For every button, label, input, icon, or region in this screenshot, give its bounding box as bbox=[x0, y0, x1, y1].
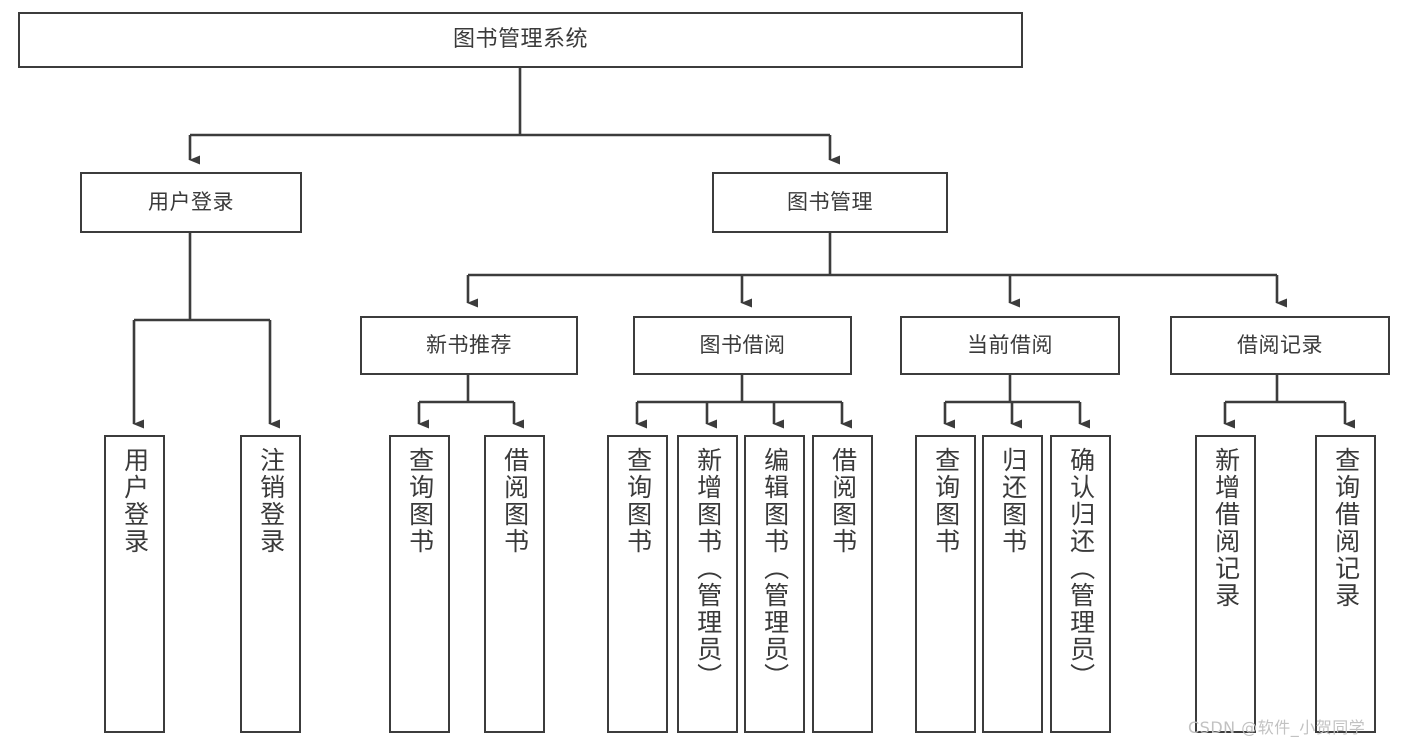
node-leaf-query-book-1[interactable]: 查询图书 bbox=[389, 435, 450, 733]
node-new-book-recommend[interactable]: 新书推荐 bbox=[360, 316, 578, 375]
node-leaf-confirm-return-label: 确认归还（管理员） bbox=[1066, 447, 1096, 690]
node-leaf-query-record[interactable]: 查询借阅记录 bbox=[1315, 435, 1376, 733]
node-user-login-label: 用户登录 bbox=[148, 189, 234, 214]
node-leaf-return-book-label: 归还图书 bbox=[998, 447, 1028, 555]
csdn-watermark: CSDN @软件_小贺同学 bbox=[1188, 718, 1366, 737]
node-root-system-label: 图书管理系统 bbox=[452, 26, 588, 52]
node-leaf-borrow-book-2-label: 借阅图书 bbox=[828, 447, 858, 555]
node-borrow-record[interactable]: 借阅记录 bbox=[1170, 316, 1390, 375]
node-leaf-query-record-label: 查询借阅记录 bbox=[1331, 447, 1361, 609]
node-book-manage[interactable]: 图书管理 bbox=[712, 172, 948, 233]
node-leaf-user-login-label: 用户登录 bbox=[120, 447, 150, 555]
node-leaf-logout-login-label: 注销登录 bbox=[256, 447, 286, 555]
node-leaf-confirm-return[interactable]: 确认归还（管理员） bbox=[1050, 435, 1111, 733]
node-leaf-return-book[interactable]: 归还图书 bbox=[982, 435, 1043, 733]
node-leaf-query-book-2-label: 查询图书 bbox=[623, 447, 653, 555]
node-new-book-recommend-label: 新书推荐 bbox=[426, 332, 512, 357]
node-root-system[interactable]: 图书管理系统 bbox=[18, 12, 1023, 68]
node-leaf-query-book-1-label: 查询图书 bbox=[405, 447, 435, 555]
node-user-login[interactable]: 用户登录 bbox=[80, 172, 302, 233]
node-leaf-add-book-label: 新增图书（管理员） bbox=[693, 447, 723, 690]
node-leaf-edit-book-label: 编辑图书（管理员） bbox=[760, 447, 790, 690]
node-leaf-query-book-3-label: 查询图书 bbox=[931, 447, 961, 555]
node-leaf-add-record[interactable]: 新增借阅记录 bbox=[1195, 435, 1256, 733]
node-book-borrow[interactable]: 图书借阅 bbox=[633, 316, 852, 375]
node-leaf-add-record-label: 新增借阅记录 bbox=[1211, 447, 1241, 609]
node-leaf-add-book[interactable]: 新增图书（管理员） bbox=[677, 435, 738, 733]
node-leaf-borrow-book-1[interactable]: 借阅图书 bbox=[484, 435, 545, 733]
node-current-borrow[interactable]: 当前借阅 bbox=[900, 316, 1120, 375]
node-current-borrow-label: 当前借阅 bbox=[967, 332, 1053, 357]
node-book-borrow-label: 图书借阅 bbox=[699, 332, 786, 357]
node-leaf-query-book-2[interactable]: 查询图书 bbox=[607, 435, 668, 733]
node-leaf-borrow-book-1-label: 借阅图书 bbox=[500, 447, 530, 555]
node-leaf-query-book-3[interactable]: 查询图书 bbox=[915, 435, 976, 733]
node-borrow-record-label: 借阅记录 bbox=[1237, 332, 1323, 357]
node-leaf-edit-book[interactable]: 编辑图书（管理员） bbox=[744, 435, 805, 733]
node-book-manage-label: 图书管理 bbox=[787, 189, 873, 214]
node-leaf-user-login[interactable]: 用户登录 bbox=[104, 435, 165, 733]
node-leaf-logout-login[interactable]: 注销登录 bbox=[240, 435, 301, 733]
node-leaf-borrow-book-2[interactable]: 借阅图书 bbox=[812, 435, 873, 733]
